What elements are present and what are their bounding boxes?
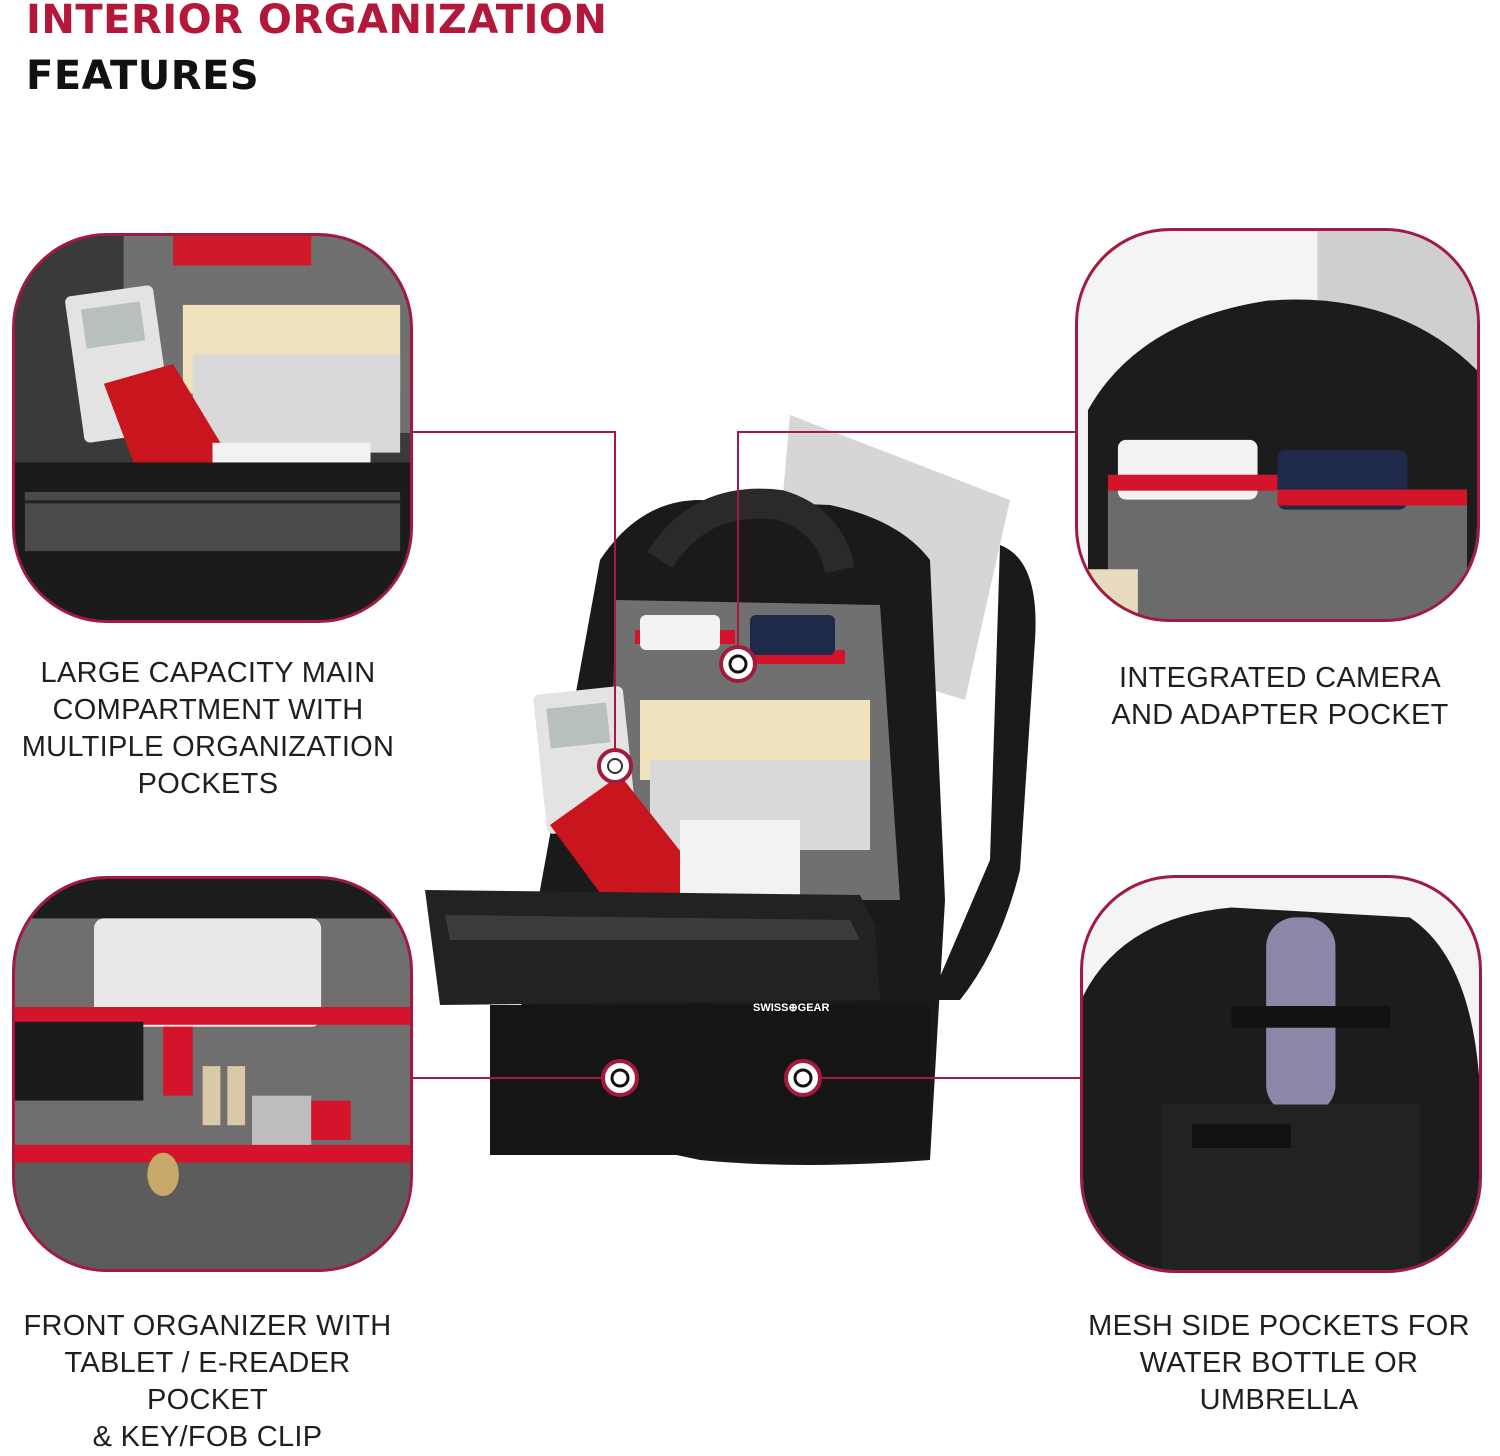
mesh-pocket-illustration	[1083, 878, 1479, 1270]
folder-item	[640, 700, 870, 780]
adapter-item	[640, 615, 720, 650]
caption-mesh-pocket: MESH SIDE POCKETS FOR WATER BOTTLE OR UM…	[1058, 1308, 1500, 1419]
red-wallet-item	[550, 775, 715, 920]
front-flap	[425, 890, 880, 1005]
camera-pocket-illustration	[1078, 231, 1477, 619]
lower-front-pocket	[490, 1005, 930, 1155]
caption-line: FRONT ORGANIZER WITH	[23, 1310, 392, 1342]
caption-camera-pocket: INTEGRATED CAMERA AND ADAPTER POCKET	[1080, 660, 1480, 734]
caption-line: & KEY/FOB CLIP	[92, 1421, 323, 1453]
notebook-item	[680, 820, 800, 900]
backpack-logo: SWISS⊕GEAR	[753, 1002, 830, 1014]
caption-line: MULTIPLE ORGANIZATION	[21, 731, 395, 763]
camera-pocket-detail-image	[1075, 228, 1480, 622]
caption-line: LARGE CAPACITY MAIN	[40, 657, 376, 689]
main-compartment-detail-image	[12, 233, 413, 623]
pocket-trim-right	[745, 650, 845, 664]
caption-line: TABLET / E-READER POCKET	[64, 1347, 351, 1416]
connector-line-main	[413, 431, 616, 766]
pocket-trim-left	[635, 630, 735, 644]
caption-line: COMPARTMENT WITH	[52, 694, 364, 726]
main-compartment-illustration	[15, 236, 410, 620]
caption-line: MESH SIDE POCKETS FOR	[1088, 1310, 1470, 1342]
calculator-item	[533, 686, 637, 834]
caption-line: WATER BOTTLE OR UMBRELLA	[1139, 1347, 1419, 1416]
hotspot-mesh-pocket[interactable]	[784, 1059, 822, 1097]
wallet-item	[750, 615, 835, 655]
caption-line: INTEGRATED CAMERA	[1119, 662, 1441, 694]
caption-front-organizer: FRONT ORGANIZER WITH TABLET / E-READER P…	[0, 1308, 415, 1456]
interior-lining	[610, 600, 900, 900]
page-subtitle: FEATURES	[26, 53, 260, 99]
front-zipper-track	[445, 915, 860, 940]
hotspot-camera-pocket[interactable]	[719, 645, 757, 683]
hotspot-main-compartment[interactable]	[597, 748, 633, 784]
caption-line: AND ADAPTER POCKET	[1111, 699, 1449, 731]
calculator-screen	[546, 702, 611, 749]
backpack-body	[520, 500, 945, 1165]
connector-line-camera	[737, 431, 1075, 664]
front-organizer-illustration	[15, 879, 410, 1269]
page-title: INTERIOR ORGANIZATION	[26, 0, 608, 43]
hotspot-front-organizer[interactable]	[601, 1059, 639, 1097]
mesh-pocket-detail-image	[1080, 875, 1482, 1273]
caption-line: POCKETS	[137, 768, 279, 800]
papers-item	[650, 760, 870, 850]
front-organizer-detail-image	[12, 876, 413, 1272]
laptop-shape	[770, 415, 1010, 700]
caption-main-compartment: LARGE CAPACITY MAIN COMPARTMENT WITH MUL…	[8, 655, 408, 803]
shoulder-strap	[930, 545, 1036, 1000]
top-handle	[647, 488, 855, 574]
